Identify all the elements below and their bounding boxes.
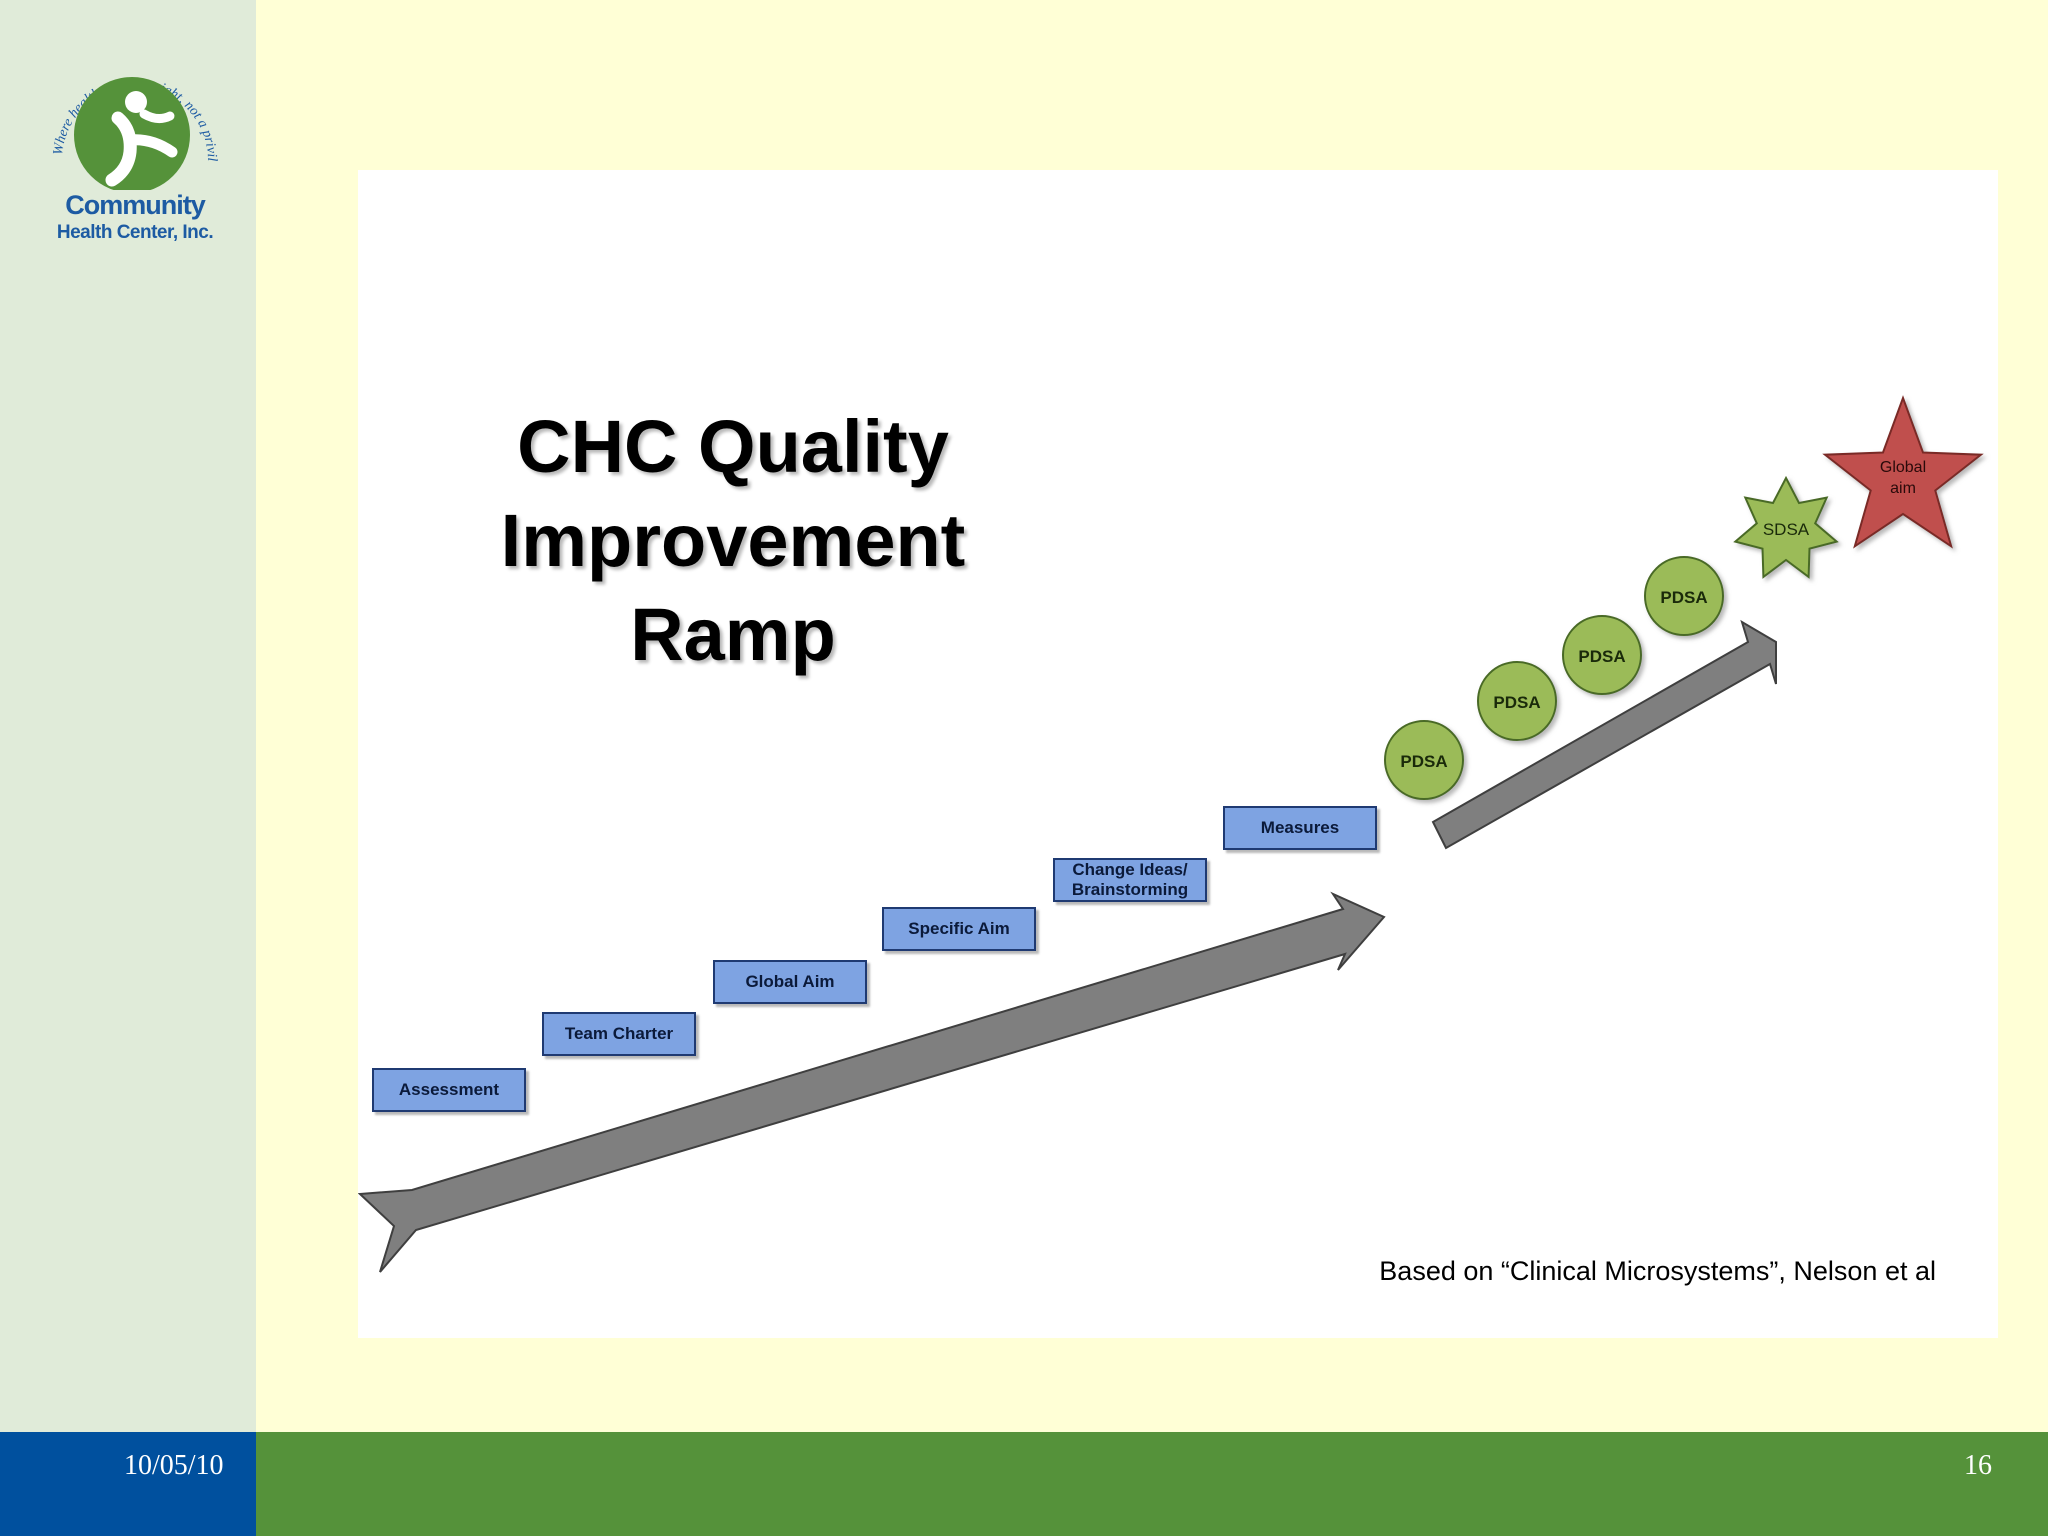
pdsa-circle: PDSA (1562, 615, 1642, 695)
footer-left-band (0, 1432, 256, 1536)
slide-title: CHC Quality Improvement Ramp (448, 400, 1018, 682)
step-box: Team Charter (542, 1012, 696, 1056)
sidebar: Where health care is a right, not a priv… (0, 0, 256, 1432)
step-box: Global Aim (713, 960, 867, 1004)
pdsa-label: PDSA (1400, 752, 1447, 771)
logo-subname: Health Center, Inc. (56, 222, 214, 243)
logo-emblem-icon: Where health care is a right, not a priv… (37, 29, 219, 193)
global-aim-label-line2: aim (1890, 480, 1916, 497)
ramp-diagram: PDSA PDSA PDSA PDSA SDSA Global aim (358, 395, 1984, 1273)
title-line-1: CHC Quality (517, 405, 949, 488)
sdsa-label: SDSA (1763, 520, 1810, 539)
title-line-2: Improvement Ramp (500, 499, 966, 676)
pdsa-circle: PDSA (1644, 556, 1724, 636)
sdsa-star: SDSA (1733, 475, 1839, 579)
pdsa-label: PDSA (1660, 588, 1707, 607)
ramp-arrow-main (358, 891, 1386, 1273)
global-aim-label-line1: Global (1880, 459, 1926, 476)
chc-logo: Where health care is a right, not a priv… (37, 29, 230, 250)
footer-right-band (256, 1432, 2048, 1536)
pdsa-circle: PDSA (1384, 720, 1464, 800)
step-box: Assessment (372, 1068, 526, 1112)
pdsa-label: PDSA (1493, 693, 1540, 712)
logo-name: Community (65, 190, 206, 220)
citation: Based on “Clinical Microsystems”, Nelson… (1379, 1256, 1936, 1286)
step-box: Change Ideas/ Brainstorming (1053, 858, 1207, 902)
global-aim-star: Global aim (1822, 395, 1984, 549)
slide-content: PDSA PDSA PDSA PDSA SDSA Global aim CHC … (358, 170, 1998, 1338)
step-box: Measures (1223, 806, 1377, 850)
pdsa-label: PDSA (1578, 647, 1625, 666)
ramp-arrow-upper (1431, 619, 1777, 850)
page-number: 16 (1964, 1450, 1992, 1481)
slide-date: 10/05/10 (124, 1450, 224, 1481)
step-box: Specific Aim (882, 907, 1036, 951)
pdsa-circle: PDSA (1477, 661, 1557, 741)
